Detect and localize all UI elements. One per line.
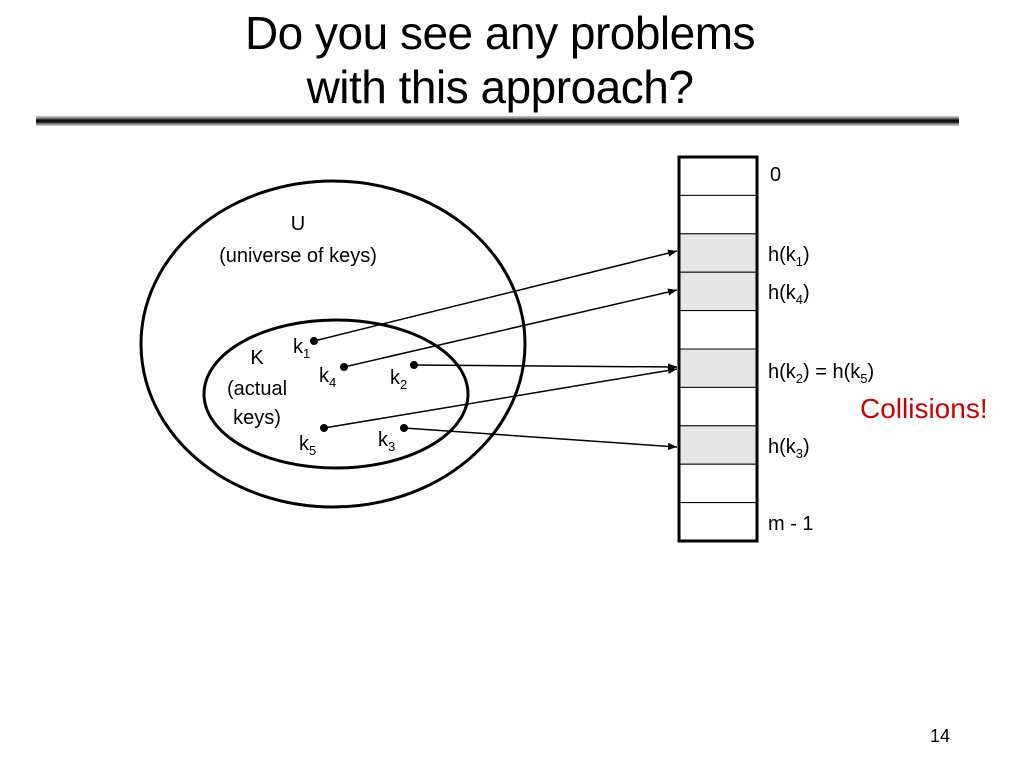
hash-table xyxy=(677,155,759,543)
key-dot-k5 xyxy=(320,424,328,432)
collisions-callout: Collisions! xyxy=(860,393,988,424)
arrow-k5 xyxy=(323,366,678,429)
key-label-k1: k1 xyxy=(293,336,311,361)
slot-label-hk4: h(k4) xyxy=(768,282,810,307)
universe-ellipse xyxy=(139,179,527,509)
table-slot-7 xyxy=(678,425,758,465)
actual-keys-caption-1: (actual xyxy=(226,378,288,400)
slot-label-hk2-hk5: h(k2) = h(k5) xyxy=(768,361,875,386)
title-line-1: Do you see any problems xyxy=(244,7,756,59)
table-slot-4 xyxy=(678,310,758,350)
key-dot-k2 xyxy=(410,361,418,369)
title-line-2: with this approach? xyxy=(306,61,694,113)
key-label-k2: k2 xyxy=(390,367,408,392)
actual-keys-caption-2: keys) xyxy=(233,407,281,429)
table-slot-8 xyxy=(678,463,758,504)
table-border xyxy=(677,155,759,543)
key-dot-k4 xyxy=(340,363,348,371)
table-slot-9 xyxy=(678,502,758,542)
arrow-k3 xyxy=(403,427,678,450)
slide-title: Do you see any problems with this approa… xyxy=(0,6,1000,114)
universe-letter: U xyxy=(290,213,306,235)
slot-label-0: 0 xyxy=(770,164,782,186)
table-slot-6 xyxy=(678,386,758,427)
title-divider xyxy=(36,116,959,126)
page-number: 14 xyxy=(930,726,951,746)
key-label-k4: k4 xyxy=(319,365,337,390)
slot-label-hk3: h(k3) xyxy=(768,436,810,461)
key-dot-k3 xyxy=(400,424,408,432)
actual-keys-letter: K xyxy=(250,347,264,369)
arrow-k4 xyxy=(343,288,678,368)
table-slot-0 xyxy=(678,156,758,196)
slot-label-last: m - 1 xyxy=(768,513,814,535)
table-slot-1 xyxy=(678,194,758,235)
key-label-k5: k5 xyxy=(299,433,317,458)
table-slot-5 xyxy=(678,348,758,388)
arrow-k2 xyxy=(413,363,678,371)
key-label-k3: k3 xyxy=(378,429,396,454)
universe-caption: (universe of keys) xyxy=(219,245,377,267)
table-slot-2 xyxy=(678,233,758,273)
slot-label-hk1: h(k1) xyxy=(768,244,810,269)
actual-keys-ellipse xyxy=(202,318,470,470)
key-dot-k1 xyxy=(310,337,318,345)
table-slot-3 xyxy=(678,271,758,312)
arrow-k1 xyxy=(313,249,678,342)
